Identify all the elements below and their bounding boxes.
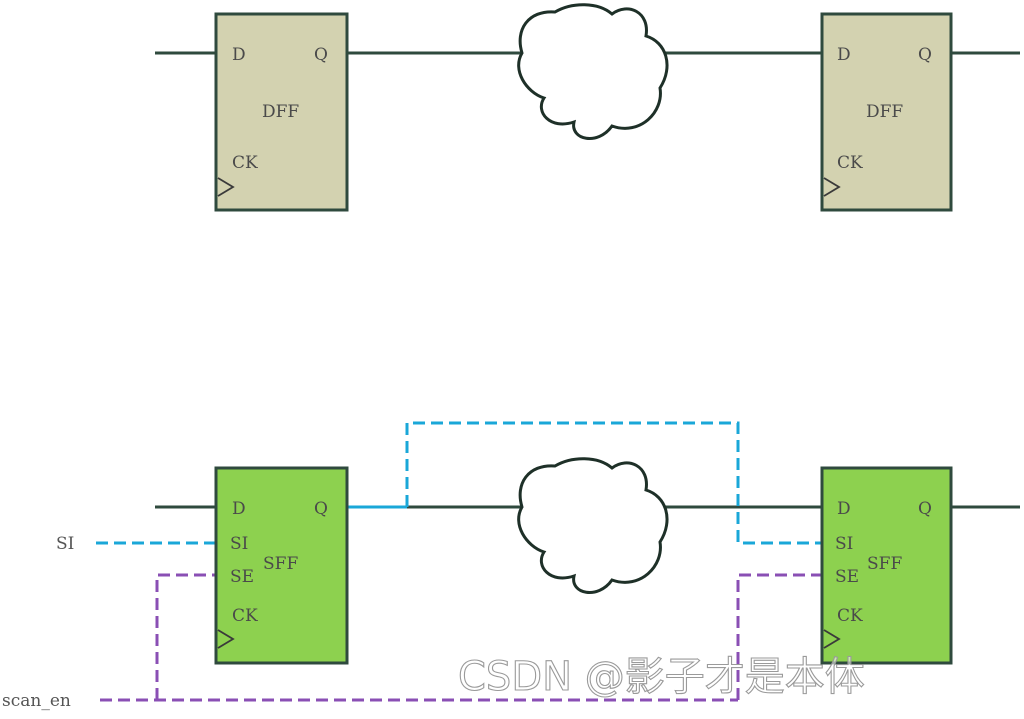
si-input-label: SI <box>56 534 74 554</box>
scan-en-right-branch <box>736 573 822 700</box>
dff-body <box>820 12 953 212</box>
clock-triangle-icon <box>217 629 235 649</box>
top-row: D Q DFF CK D Q DFF CK <box>155 3 1020 212</box>
d-pin-label: D <box>837 45 851 65</box>
bottom-row: D Q SI SFF SE CK D Q SI SFF SE CK SI sca… <box>2 421 1020 711</box>
sff-name-label: SFF <box>263 554 298 574</box>
bottom-left-sff: D Q SI SFF SE CK <box>214 466 349 665</box>
scan-chain-wire <box>405 421 822 545</box>
clock-triangle-icon <box>823 629 841 649</box>
q-pin-label: Q <box>918 499 932 519</box>
dff-name-label: DFF <box>866 102 903 122</box>
sff-body <box>820 466 953 665</box>
ck-pin-label: CK <box>837 153 863 173</box>
top-right-dff: D Q DFF CK <box>820 12 953 212</box>
ck-pin-label: CK <box>837 606 863 626</box>
q-pin-label: Q <box>918 45 932 65</box>
dff-body <box>214 12 349 212</box>
clock-triangle-icon <box>823 177 841 197</box>
top-left-dff: D Q DFF CK <box>214 12 349 212</box>
ck-pin-label: CK <box>232 606 258 626</box>
scan-enable-path <box>100 573 822 702</box>
scan-in-path <box>96 421 822 545</box>
sff-body <box>214 466 349 665</box>
d-pin-label: D <box>232 45 246 65</box>
se-pin-label: SE <box>835 567 859 587</box>
scan-en-label: scan_en <box>2 691 71 711</box>
d-pin-label: D <box>232 499 246 519</box>
si-pin-label: SI <box>230 534 248 554</box>
si-pin-label: SI <box>835 534 853 554</box>
csdn-watermark: CSDN @影子才是本体 <box>458 654 865 700</box>
se-pin-label: SE <box>230 567 254 587</box>
bottom-combinational-logic-cloud <box>517 457 669 594</box>
q-pin-label: Q <box>314 499 328 519</box>
q-pin-label: Q <box>314 45 328 65</box>
clock-triangle-icon <box>217 177 235 197</box>
dff-name-label: DFF <box>262 102 299 122</box>
ck-pin-label: CK <box>232 153 258 173</box>
top-combinational-logic-cloud <box>517 3 669 140</box>
bottom-right-sff: D Q SI SFF SE CK <box>820 466 953 665</box>
sff-name-label: SFF <box>867 554 902 574</box>
d-pin-label: D <box>837 499 851 519</box>
scan-en-left-branch <box>155 573 216 700</box>
